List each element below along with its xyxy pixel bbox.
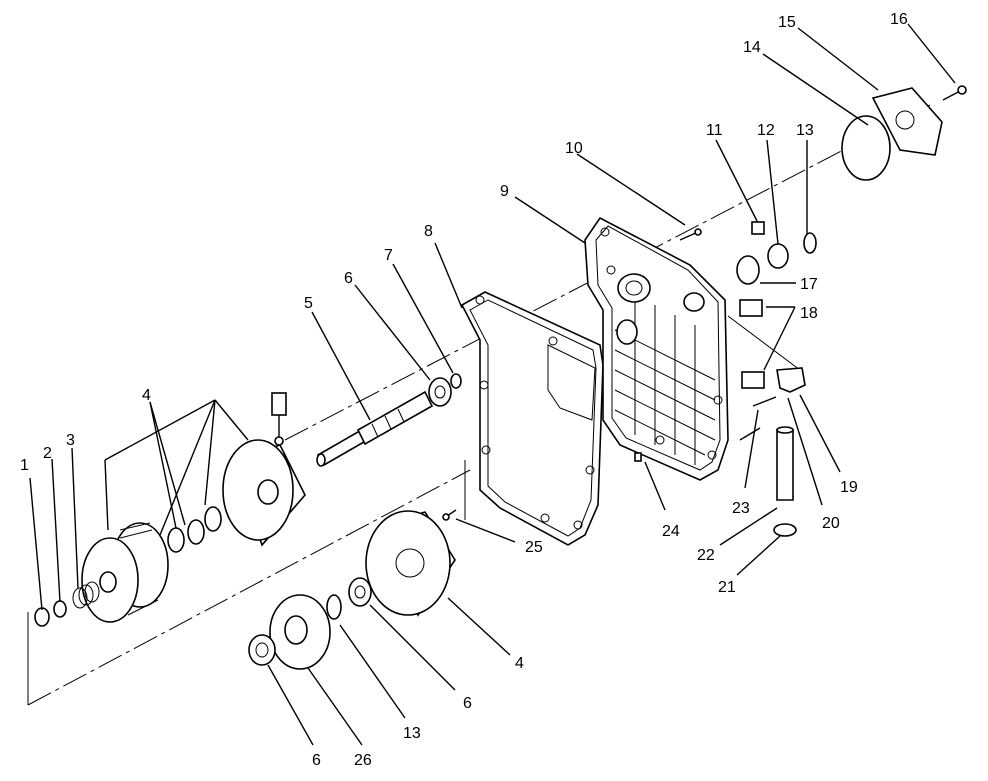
callout-21: 21 [718,579,736,596]
callout-7: 7 [384,247,393,264]
callout-10: 10 [565,140,583,157]
o-ring [841,115,891,181]
callout-8: 8 [424,223,433,240]
clutch-drum [222,439,306,547]
bearing-12 [736,243,789,285]
callout-4a: 4 [142,387,151,404]
sensor [271,392,287,446]
callout-3: 3 [66,432,75,449]
callout-4b: 4 [515,655,524,672]
bolt-20 [752,396,777,407]
bearing-upper [428,377,452,407]
center-lines [27,104,931,706]
cap-screw-10 [679,228,702,241]
callout-11: 11 [706,122,723,139]
pin-24 [634,452,642,462]
callout-2: 2 [43,445,52,462]
shaft [316,390,434,467]
bolt-25 [442,509,457,521]
hub-flange [269,594,331,670]
callout-1: 1 [20,457,29,474]
callout-13a: 13 [796,122,814,139]
leader-lines [29,23,956,746]
fitting-11 [751,221,765,235]
callout-17: 17 [800,276,818,293]
callout-19: 19 [840,479,858,496]
snap-ring-lower [326,594,342,620]
callout-16: 16 [890,11,908,28]
clamp-21 [773,523,797,537]
tube-22 [776,426,794,501]
callout-26: 26 [354,752,372,769]
callout-22: 22 [697,547,715,564]
callout-6a: 6 [344,270,353,287]
callout-18: 18 [800,305,818,322]
callout-24: 24 [662,523,680,540]
spring [72,581,100,609]
elbow-19 [776,367,806,393]
bolt-23 [739,427,761,441]
callout-12: 12 [757,122,775,139]
cover-plate [584,216,729,481]
snap-ring-13 [803,232,817,254]
bearing-lower-left [248,634,276,666]
callout-25: 25 [525,539,543,556]
callout-9: 9 [500,183,509,200]
callout-15: 15 [778,14,796,31]
callout-13b: 13 [403,725,421,742]
callout-20: 20 [822,515,840,532]
snap-ring-upper [450,373,462,389]
cap-screw-16 [942,85,967,101]
callout-14: 14 [743,39,761,56]
callout-5: 5 [304,295,313,312]
fittings-18 [739,299,765,389]
clutch-piston [81,522,169,623]
gasket [460,291,604,546]
snap-rings-left [34,600,67,627]
callouts: 1 2 3 4 5 6 7 8 9 10 11 12 13 14 15 16 1… [20,11,908,769]
bearing-lower-right [348,577,372,607]
thrust-washers [167,506,222,553]
callout-6b: 6 [463,695,472,712]
callout-6c: 6 [312,752,321,769]
lower-drum [365,510,456,617]
end-cap [871,87,943,156]
callout-23: 23 [732,500,750,517]
